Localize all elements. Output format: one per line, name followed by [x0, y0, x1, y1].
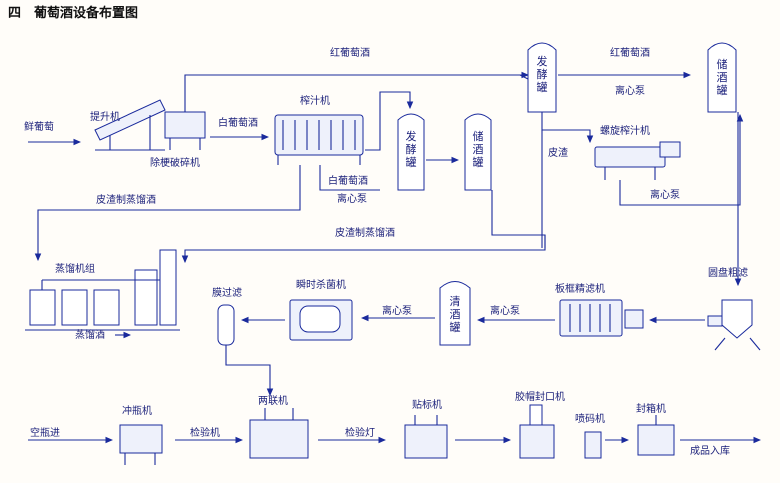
label-elevator: 提升机: [90, 112, 120, 123]
label-capper: 胶帽封口机: [515, 392, 565, 403]
storage-tank-2: [707, 42, 737, 113]
label-pump-1: 离心泵: [337, 194, 367, 205]
label-membrane-filter: 膜过滤: [212, 288, 242, 299]
label-ferment-tank-1: 发酵罐: [405, 130, 417, 169]
label-case-sealer: 封箱机: [636, 404, 666, 415]
label-labeler: 贴标机: [412, 400, 442, 411]
label-white-wine-2: 白葡萄酒: [328, 176, 368, 187]
capper-machine: [519, 404, 555, 459]
plate-filter-machine: [559, 299, 644, 337]
label-pump-3: 离心泵: [650, 190, 680, 201]
label-clear-tank: 清酒罐: [449, 295, 461, 334]
label-white-wine-1: 白葡萄酒: [218, 118, 258, 129]
elevator-machine: [94, 99, 166, 151]
label-destemmer: 除梗破碎机: [150, 158, 200, 169]
filler-machine: [249, 408, 309, 459]
label-distill-unit: 蒸馏机组: [55, 264, 95, 275]
ferment-tank-1: [397, 113, 425, 191]
label-storage-tank-1: 储酒罐: [472, 130, 484, 169]
distillation-unit: [25, 249, 180, 331]
labeler-machine: [404, 415, 448, 459]
disc-filter-machine: [707, 299, 761, 351]
label-warehouse: 成品入库: [690, 446, 730, 457]
bottle-washer-machine: [119, 424, 163, 465]
label-press: 榨汁机: [300, 96, 330, 107]
label-pomace-brandy-1: 皮渣制蒸馏酒: [96, 195, 156, 206]
label-distilled-spirit: 蒸馏酒: [75, 330, 105, 341]
label-screw-press: 螺旋榨汁机: [600, 126, 650, 137]
flash-sterilizer-machine: [289, 299, 353, 341]
diagram-title: 四 葡萄酒设备布置图: [8, 6, 139, 21]
label-bottle-washer: 冲瓶机: [122, 406, 152, 417]
label-pump-2: 离心泵: [615, 86, 645, 97]
label-red-wine-top: 红葡萄酒: [330, 48, 370, 59]
label-fresh-grape: 鲜葡萄: [24, 122, 54, 133]
label-plate-filter: 板框精滤机: [555, 284, 605, 295]
ferment-tank-2: [527, 42, 557, 113]
press-machine: [274, 114, 364, 165]
label-red-wine-right: 红葡萄酒: [610, 48, 650, 59]
label-empty-bottle: 空瓶进: [30, 428, 60, 439]
label-coder: 喷码机: [575, 414, 605, 425]
label-ferment-tank-2: 发酵罐: [536, 55, 548, 94]
label-pump-5: 离心泵: [490, 306, 520, 317]
storage-tank-1: [464, 113, 492, 191]
label-pomace-brandy-2: 皮渣制蒸馏酒: [335, 228, 395, 239]
label-pomace: 皮渣: [548, 148, 568, 159]
label-inspector-2: 检验灯: [345, 428, 375, 439]
coder-machine: [584, 431, 602, 459]
label-filler: 两联机: [258, 396, 288, 407]
destemmer-machine: [164, 111, 206, 150]
label-flash-sterilizer: 瞬时杀菌机: [296, 280, 346, 291]
clear-tank: [439, 281, 471, 346]
label-pump-4: 离心泵: [382, 306, 412, 317]
label-storage-tank-2: 储酒罐: [716, 58, 728, 97]
screw-press-machine: [594, 141, 681, 180]
label-disc-filter: 圆盘粗滤: [708, 268, 748, 279]
case-sealer-machine: [637, 415, 675, 456]
label-inspector-1: 检验机: [190, 428, 220, 439]
membrane-filter: [217, 304, 235, 352]
